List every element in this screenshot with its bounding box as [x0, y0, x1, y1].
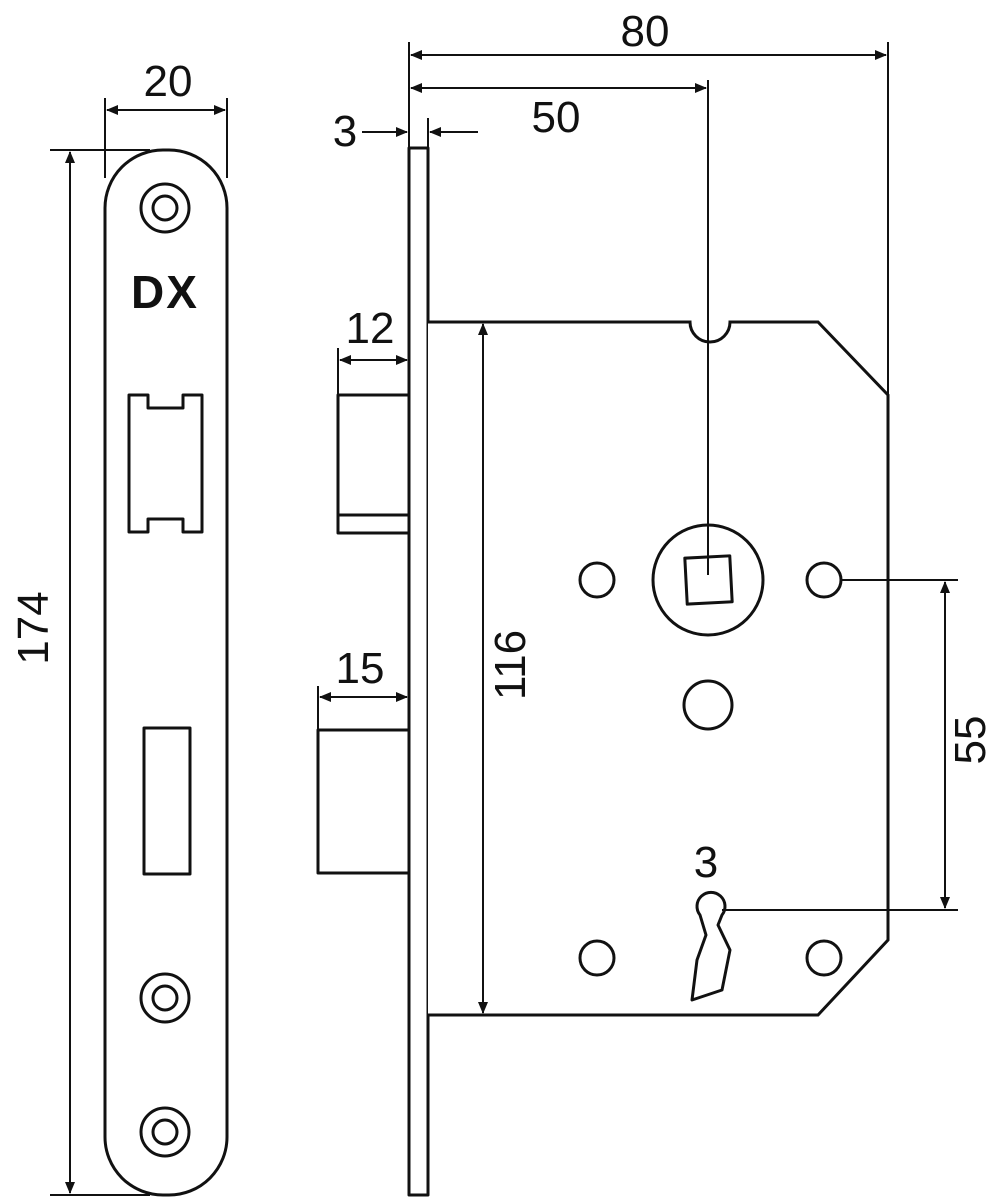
dimension-label-15: 15 [336, 644, 385, 693]
faceplate-outline [103, 148, 229, 1197]
keyhole [690, 890, 732, 1002]
dimension-faceplate-thickness: 3 [333, 107, 478, 156]
dimension-label-55: 55 [946, 716, 995, 765]
brand-logo: DX [131, 266, 199, 318]
dimension-label-3: 3 [333, 107, 357, 156]
dimension-deadbolt-projection: 15 [317, 644, 408, 730]
lock-side-view: 3 80 50 3 12 [316, 7, 995, 1197]
fixing-hole-centre [682, 679, 734, 731]
fixing-hole-upper-right [805, 561, 843, 599]
screw-hole-middle [139, 972, 191, 1024]
dimension-label-50: 50 [532, 93, 581, 142]
fixing-hole-lower-left [578, 939, 616, 977]
screw-hole-bottom [139, 1106, 191, 1158]
fixing-hole-lower-right [805, 939, 843, 977]
fixing-hole-upper-left [578, 561, 616, 599]
latch-bolt [336, 393, 411, 535]
deadbolt [316, 728, 411, 875]
dimension-label-116: 116 [486, 630, 535, 700]
key-number-label: 3 [694, 838, 718, 887]
dimension-case-height: 116 [478, 323, 535, 1014]
dimension-label-80: 80 [621, 7, 670, 56]
dimension-latch-projection: 12 [337, 304, 408, 395]
latch-cutout [127, 393, 204, 534]
dimension-label-12: 12 [346, 304, 395, 353]
deadbolt-cutout [142, 726, 192, 876]
dimension-faceplate-width: 20 [104, 57, 228, 178]
lock-case [428, 320, 890, 1017]
faceplate-front-view: DX 20 174 [9, 57, 229, 1197]
dimension-backset: 50 [410, 80, 709, 575]
dimension-label-174: 174 [9, 591, 58, 664]
dimension-faceplate-height: 174 [9, 149, 150, 1196]
dimension-overall-depth: 80 [408, 7, 889, 395]
screw-hole-top [139, 182, 191, 234]
faceplate-side [407, 146, 430, 1197]
dimension-centre-distance: 55 [722, 579, 995, 911]
dimension-label-20: 20 [144, 57, 193, 106]
